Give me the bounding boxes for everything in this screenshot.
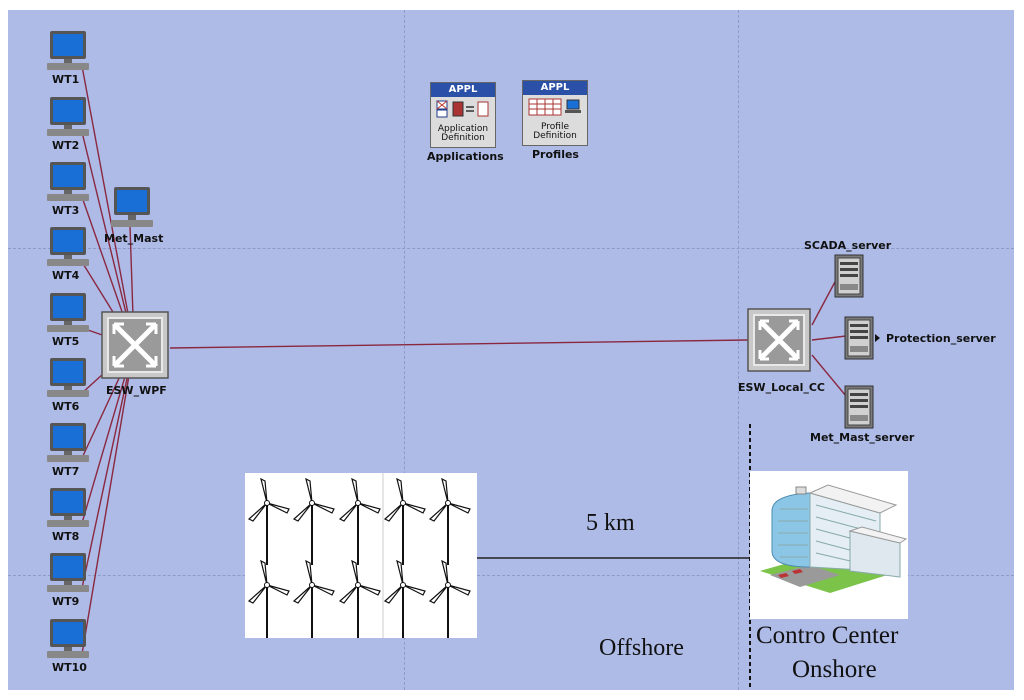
turbine-workstation[interactable] [46, 618, 90, 664]
wind-turbine-icon [338, 559, 381, 648]
workstation-icon [47, 423, 89, 462]
grid-line [8, 575, 1014, 576]
workstation-icon [111, 187, 153, 227]
workstation-icon [47, 553, 89, 592]
link-turbine-switch [81, 345, 135, 589]
control-center-title-line2: Onshore [792, 656, 877, 683]
profiles-label: Profiles [532, 148, 579, 161]
wind-turbine-icon [338, 477, 381, 565]
control-center-building-icon [760, 484, 908, 593]
workstation-icon [47, 31, 89, 70]
link-turbine-switch [81, 345, 135, 655]
appl-text-line2: Definition [441, 133, 485, 143]
turbine-workstation[interactable] [46, 161, 90, 207]
workstation-icon [47, 358, 89, 397]
workstation-icon [47, 293, 89, 332]
wind-turbine-icon [247, 559, 290, 648]
wind-turbine-icons [247, 473, 471, 648]
wind-turbine-icon [428, 477, 471, 565]
link-switch-server [811, 335, 847, 341]
profile-icon [528, 98, 581, 116]
turbine-label: WT4 [52, 269, 80, 282]
met-mast-server[interactable] [844, 385, 874, 433]
switch-esw-wpf[interactable] [100, 310, 170, 384]
turbine-workstation[interactable] [46, 357, 90, 403]
profile-text-line2: Definition [533, 131, 577, 141]
switch-label: ESW_Local_CC [738, 381, 825, 394]
turbine-workstation[interactable] [46, 96, 90, 142]
wind-turbine-icon [383, 559, 426, 648]
switch-esw-local-cc[interactable] [746, 307, 812, 377]
turbine-label: WT5 [52, 335, 80, 348]
turbine-label: WT2 [52, 139, 80, 152]
met-mast-label: Met_Mast [104, 232, 164, 245]
server-icon [844, 316, 880, 360]
workstation-icon [47, 97, 89, 136]
appl-header: APPL [523, 81, 587, 95]
wind-turbine-icon [247, 477, 290, 565]
link-switch-switch [169, 339, 749, 349]
turbine-label: WT10 [52, 661, 87, 674]
link-switch-server [811, 279, 837, 326]
workstation-icon [47, 619, 89, 658]
met-mast-workstation[interactable] [110, 186, 154, 234]
appl-header: APPL [431, 83, 495, 97]
control-center-title-line1: Contro Center [756, 622, 899, 649]
offshore-label: Offshore [599, 635, 684, 661]
server-label: Met_Mast_server [810, 431, 915, 444]
link-turbine-switch [81, 131, 135, 347]
applications-label: Applications [427, 150, 504, 163]
link-switch-server [811, 354, 847, 397]
wind-turbine-icon [428, 559, 471, 648]
wind-farm-picture [245, 473, 477, 648]
distance-label: 5 km [586, 510, 635, 536]
server-label: Protection_server [886, 332, 996, 345]
grid-line [8, 248, 1014, 249]
turbine-label: WT1 [52, 73, 80, 86]
workstation-icon [47, 488, 89, 527]
wind-turbine-icon [292, 477, 335, 565]
turbine-label: WT3 [52, 204, 80, 217]
turbine-workstation[interactable] [46, 487, 90, 533]
switch-icon [101, 311, 169, 379]
scada-server[interactable] [834, 254, 864, 302]
turbine-workstation[interactable] [46, 292, 90, 338]
network-canvas[interactable]: ESW_WPF ESW_Local_CC Met_Mast SCADA_serv… [8, 10, 1014, 690]
turbine-workstation[interactable] [46, 226, 90, 272]
wind-turbine-icon [292, 559, 335, 648]
switch-icon [747, 308, 811, 372]
turbine-label: WT7 [52, 465, 80, 478]
control-center-picture [750, 471, 908, 619]
turbine-workstation[interactable] [46, 422, 90, 468]
appl-text-line1: Application [437, 124, 489, 134]
server-icon [834, 254, 864, 298]
server-icon [844, 385, 874, 429]
turbine-label: WT9 [52, 595, 80, 608]
switch-label: ESW_WPF [106, 384, 167, 397]
server-label: SCADA_server [804, 239, 892, 252]
workstation-icon [47, 162, 89, 201]
turbine-workstation[interactable] [46, 30, 90, 76]
grid-line [738, 10, 739, 690]
grid-line [404, 10, 405, 690]
turbine-workstation[interactable] [46, 552, 90, 598]
profile-text-line1: Profile [541, 122, 569, 132]
protection-server[interactable] [844, 316, 880, 364]
application-icon [436, 100, 489, 118]
turbine-label: WT8 [52, 530, 80, 543]
wind-turbine-icon [383, 477, 426, 565]
workstation-icon [47, 227, 89, 266]
link-turbine-switch [81, 65, 135, 347]
turbine-label: WT6 [52, 400, 80, 413]
